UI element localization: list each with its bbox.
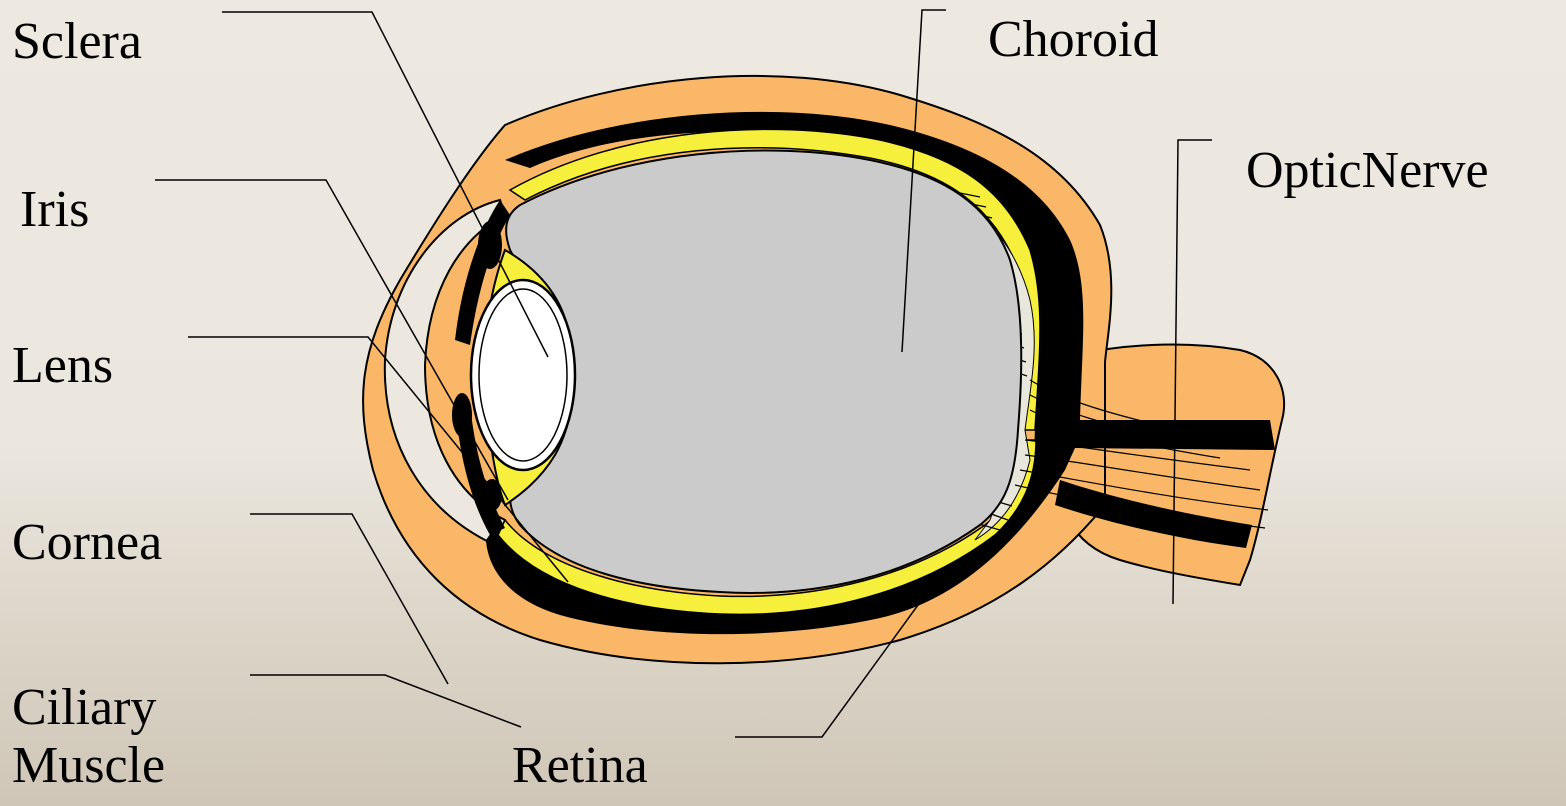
label-retina: Retina [512, 740, 648, 792]
label-sclera: Sclera [12, 16, 142, 68]
label-optic-nerve: OpticNerve [1246, 145, 1489, 197]
lens-inner [479, 289, 567, 461]
ciliary-leader [250, 675, 521, 727]
label-ciliary-muscle: Ciliary Muscle [12, 679, 165, 795]
label-choroid: Choroid [988, 14, 1158, 66]
label-ciliary-line1: Ciliary [12, 679, 165, 737]
label-ciliary-line2: Muscle [12, 737, 165, 795]
vitreous-body [506, 150, 1021, 592]
label-cornea: Cornea [12, 517, 162, 569]
label-lens: Lens [12, 340, 113, 392]
label-iris: Iris [20, 184, 89, 236]
